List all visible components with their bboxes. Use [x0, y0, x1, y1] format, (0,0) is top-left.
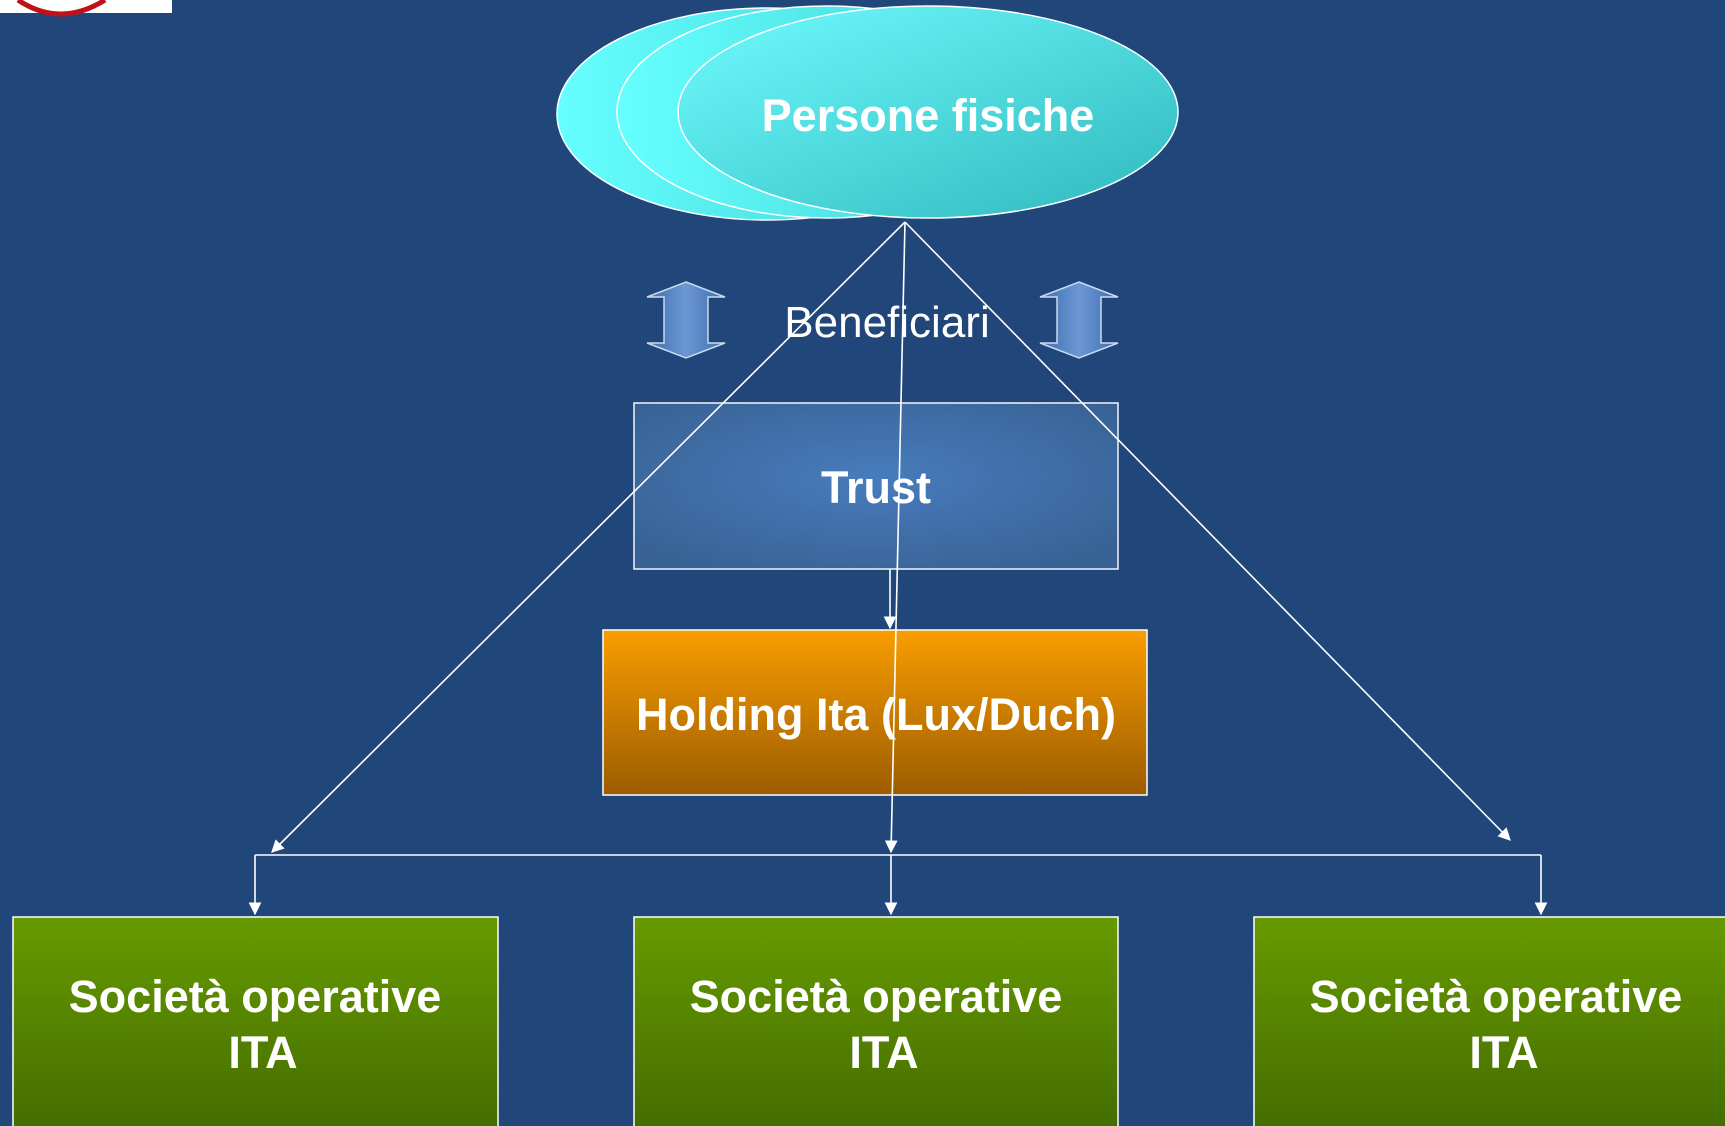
operating-company-right: Società operative ITA	[1253, 916, 1725, 1126]
company-label-line1: Società operative	[69, 971, 442, 1022]
connector-persone-right	[904, 221, 1511, 841]
right-double-arrow-icon	[1039, 281, 1119, 359]
company-logo	[0, 0, 172, 17]
beneficiari-label: Beneficiari	[784, 298, 989, 347]
connectors	[248, 221, 1548, 916]
holding-label: Holding Ita (Lux/Duch)	[636, 689, 1116, 740]
company-label-line1: Società operative	[1310, 971, 1683, 1022]
persone-fisiche-node: Persone fisiche	[556, 5, 1179, 221]
holding-node: Holding Ita (Lux/Duch)	[602, 629, 1148, 796]
persone-fisiche-label: Persone fisiche	[762, 90, 1095, 141]
connector-persone-center	[884, 221, 906, 854]
connector-persone-left	[271, 221, 906, 853]
left-double-arrow-icon	[646, 281, 726, 359]
trust-node: Trust	[633, 402, 1119, 570]
company-label-line2: ITA	[228, 1027, 297, 1078]
company-label-line1: Società operative	[690, 971, 1063, 1022]
operating-company-center: Società operative ITA	[633, 916, 1119, 1126]
trust-label: Trust	[821, 462, 931, 513]
company-label-line2: ITA	[849, 1027, 918, 1078]
operating-company-left: Società operative ITA	[12, 916, 499, 1126]
company-label-line2: ITA	[1469, 1027, 1538, 1078]
